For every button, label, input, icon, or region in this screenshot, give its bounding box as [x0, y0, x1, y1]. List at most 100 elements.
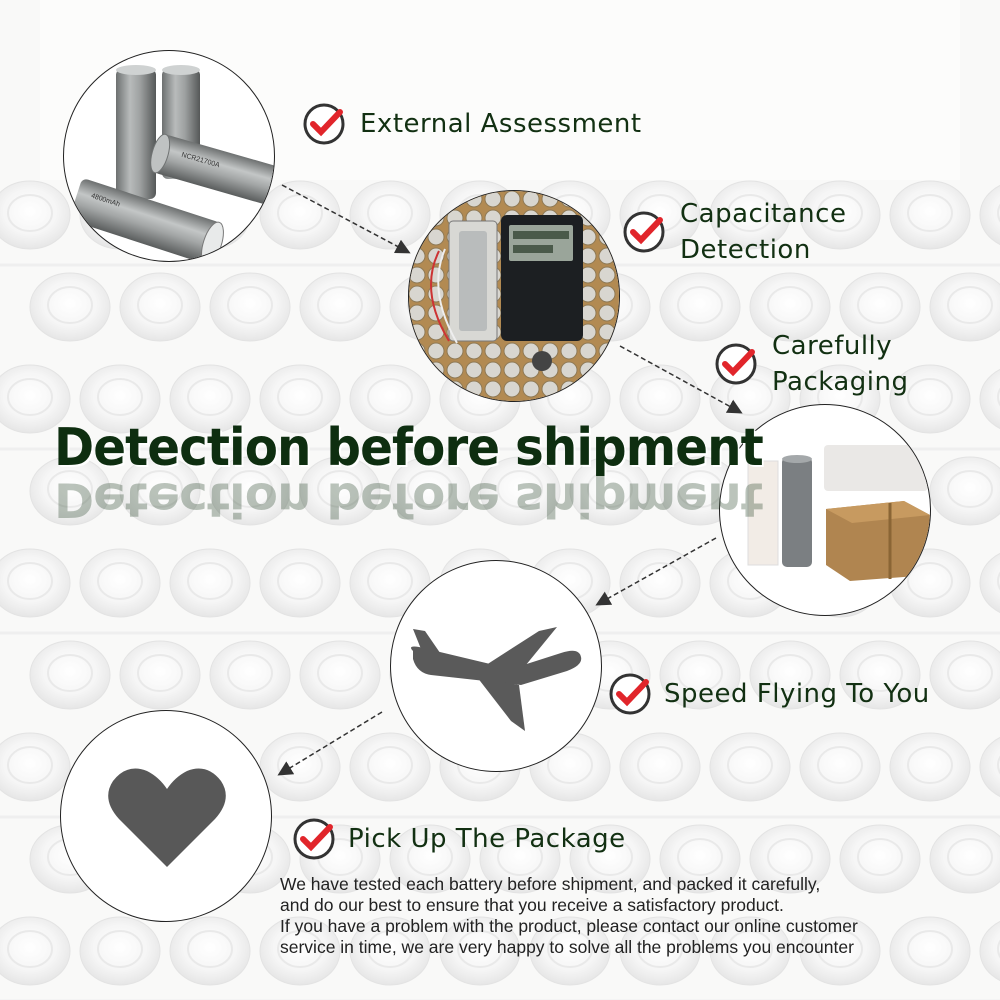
airplane-icon	[411, 627, 582, 731]
background-cell-ring	[997, 387, 1000, 407]
background-cell-ring	[947, 470, 993, 508]
packaging-image	[747, 445, 930, 581]
headline-reflection: Detection before shipment	[54, 472, 763, 526]
background-cell	[119, 272, 201, 342]
tester-cell	[446, 342, 464, 360]
heart-circle	[60, 710, 272, 922]
tester-cell	[484, 380, 502, 398]
background-cell-ring	[727, 746, 773, 784]
tester-cell	[503, 191, 521, 208]
background-cell-ring	[97, 378, 143, 416]
background-cell	[479, 824, 561, 894]
background-cell-ring	[407, 838, 453, 876]
background-cell	[659, 640, 741, 710]
checkmark-icon	[623, 211, 665, 253]
capacitance-tester-circle	[408, 190, 620, 402]
background-cell	[979, 553, 1000, 613]
background-cell-ring	[907, 930, 953, 968]
background-cell-ring	[277, 378, 323, 416]
background-cell-ring	[47, 286, 93, 324]
background-cell	[979, 737, 1000, 797]
step-label: External Assessment	[360, 109, 642, 139]
background-cell-ring	[857, 838, 903, 876]
background-cell-ring	[947, 286, 993, 324]
background-cell-ring	[907, 746, 953, 784]
background-cell	[659, 824, 741, 894]
tester-cell	[598, 304, 616, 322]
background-cell-ring	[227, 654, 273, 692]
packaging-photo-circle	[719, 404, 931, 616]
tester-cell	[579, 342, 597, 360]
background-cell-ring	[997, 939, 1000, 959]
tester-cell	[484, 361, 502, 379]
background-cell	[889, 916, 971, 986]
background-cell	[299, 272, 381, 342]
tester-cell	[503, 380, 521, 398]
tester-cell	[503, 342, 521, 360]
background-cell-ring	[907, 378, 953, 416]
background-cell	[259, 548, 341, 618]
background-cell-ring	[947, 838, 993, 876]
background-cell-ring	[907, 194, 953, 232]
background-cell-ring	[817, 194, 863, 232]
background-cell-ring	[137, 470, 183, 508]
background-cell-ring	[547, 930, 593, 968]
step-carefully-packaging: Carefully Packaging	[712, 328, 908, 400]
background-cell	[799, 180, 881, 250]
step-label: Detection	[680, 235, 811, 265]
background-cell-ring	[317, 470, 363, 508]
background-cell-ring	[677, 838, 723, 876]
heart-icon	[108, 768, 226, 867]
background-cell-ring	[367, 930, 413, 968]
tester-cell	[484, 191, 502, 208]
background-cell-ring	[7, 194, 53, 232]
step-label: Packaging	[772, 367, 909, 397]
background-cell-ring	[637, 746, 683, 784]
background-cell	[29, 272, 111, 342]
background-cell	[79, 916, 161, 986]
tester-cell	[598, 266, 616, 284]
background-cell-ring	[137, 654, 183, 692]
background-cell	[299, 640, 381, 710]
background-cell-ring	[227, 286, 273, 324]
background-cell	[349, 364, 431, 434]
background-cell-ring	[317, 654, 363, 692]
background-cell	[119, 640, 201, 710]
background-cell-ring	[187, 930, 233, 968]
background-cell	[389, 456, 471, 526]
background-cell	[979, 921, 1000, 981]
background-cell	[749, 824, 831, 894]
background-cell	[889, 732, 971, 802]
background-cell-ring	[7, 378, 53, 416]
note-line: and do our best to ensure that you recei…	[280, 895, 784, 915]
tester-cell	[446, 361, 464, 379]
background-cell-ring	[587, 838, 633, 876]
background-cell	[979, 185, 1000, 245]
background-cell	[749, 272, 831, 342]
background-cell	[889, 364, 971, 434]
tester-cell	[465, 342, 483, 360]
background-cell-ring	[587, 470, 633, 508]
background-cell	[169, 364, 251, 434]
background-cell-ring	[997, 203, 1000, 223]
background-cell	[209, 272, 291, 342]
background-cell-ring	[97, 930, 143, 968]
step-capacitance-detection: Capacitance Detection	[620, 196, 846, 268]
background-cell	[299, 456, 381, 526]
background-cell	[979, 369, 1000, 429]
background-cell	[839, 824, 921, 894]
background-cell-ring	[187, 562, 233, 600]
background-cell-ring	[47, 654, 93, 692]
checkmark-icon	[303, 103, 345, 145]
background-cell-ring	[277, 930, 323, 968]
step-external-assessment: External Assessment	[300, 100, 642, 148]
batteries-photo-circle: NCR21700A 4800mAh	[63, 50, 275, 262]
tester-cell	[484, 342, 502, 360]
background-cell-ring	[187, 378, 233, 416]
background-cell-ring	[317, 286, 363, 324]
background-cell-ring	[947, 654, 993, 692]
background-cell	[439, 916, 521, 986]
background-cell-ring	[137, 286, 183, 324]
step-label: Pick Up The Package	[348, 824, 626, 854]
tester-cell	[427, 228, 445, 246]
